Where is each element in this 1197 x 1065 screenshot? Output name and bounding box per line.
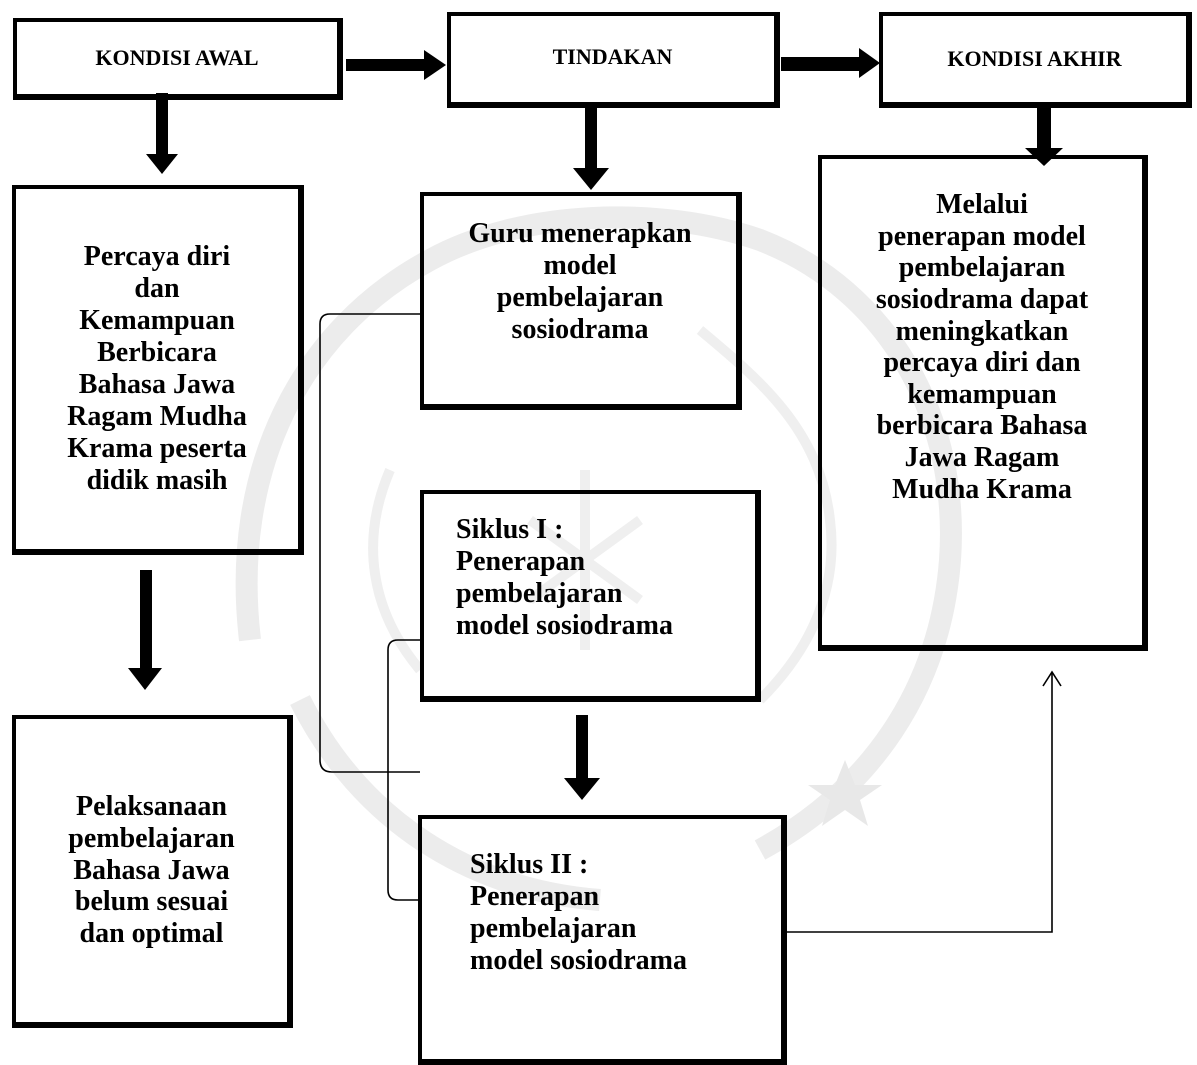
siklus2-line: pembelajaran — [470, 912, 637, 944]
box-tindakan: TINDAKAN — [447, 12, 780, 108]
akhir-line: penerapan model — [878, 220, 1086, 252]
awal-line: Bahasa Jawa — [78, 369, 236, 400]
siklus2-line: model sosiodrama — [470, 944, 687, 976]
akhir-line: Melalui — [936, 189, 1028, 220]
box-awal-pelaksanaan: Pelaksanaan pembelajaran Bahasa Jawa bel… — [12, 715, 293, 1028]
bracket-lines — [319, 313, 1062, 933]
awal-line: Ragam Mudha — [67, 400, 247, 432]
awal-line: Percaya diri — [83, 241, 231, 273]
akhir-line: berbicara Bahasa — [876, 410, 1088, 442]
box-awal-problem: Percaya diri dan Kemampuan Berbicara Bah… — [12, 185, 304, 555]
akhir-line: percaya diri dan — [883, 347, 1081, 379]
akhir-line: Jawa Ragam — [904, 442, 1060, 473]
box-akhir-hasil: Melalui penerapan model pembelajaran sos… — [818, 155, 1148, 651]
arrow-tindakan-to-akhir — [781, 48, 880, 78]
arrow-siklus-down — [564, 715, 600, 800]
guru-line: model — [543, 249, 617, 281]
pelaksanaan-line: pembelajaran — [68, 822, 235, 854]
arrow-awal-to-tindakan — [346, 50, 446, 80]
pelaksanaan-line: belum sesuai — [74, 886, 229, 918]
pelaksanaan-line: dan optimal — [79, 918, 224, 950]
guru-line: Guru menerapkan — [468, 218, 692, 249]
header-kondisi-akhir: KONDISI AKHIR — [947, 46, 1122, 72]
akhir-line: pembelajaran — [898, 252, 1066, 284]
arrow-tindakan-down — [573, 108, 609, 190]
siklus2-title: Siklus II : — [470, 849, 589, 880]
pelaksanaan-line: Pelaksanaan — [76, 790, 227, 822]
guru-line: sosiodrama — [511, 313, 649, 345]
akhir-line: sosiodrama dapat — [875, 283, 1089, 315]
arrow-awal-down-2 — [128, 570, 162, 690]
siklus1-line: Penerapan — [456, 545, 586, 577]
header-tindakan: TINDAKAN — [552, 44, 673, 69]
akhir-line: kemampuan — [907, 378, 1057, 410]
guru-line: pembelajaran — [496, 281, 664, 313]
awal-line: dan — [134, 273, 180, 305]
siklus1-title: Siklus I : — [456, 514, 564, 545]
siklus1-line: pembelajaran — [456, 577, 623, 609]
akhir-line: meningkatkan — [895, 315, 1069, 347]
box-kondisi-awal: KONDISI AWAL — [13, 18, 343, 100]
pelaksanaan-line: Bahasa Jawa — [73, 854, 230, 886]
box-tindakan-guru: Guru menerapkan model pembelajaran sosio… — [420, 192, 742, 410]
header-kondisi-awal: KONDISI AWAL — [95, 45, 259, 71]
siklus2-line: Penerapan — [470, 880, 600, 912]
box-kondisi-akhir: KONDISI AKHIR — [879, 12, 1192, 108]
awal-line: Berbicara — [97, 337, 217, 369]
siklus1-line: model sosiodrama — [456, 609, 673, 641]
awal-line: didik masih — [86, 464, 228, 496]
box-siklus-2: Siklus II : Penerapan pembelajaran model… — [418, 815, 787, 1065]
akhir-line: Mudha Krama — [892, 473, 1072, 505]
awal-line: Krama peserta — [67, 432, 247, 464]
arrow-awal-down-1 — [146, 93, 178, 174]
awal-line: Kemampuan — [79, 305, 235, 337]
box-siklus-1: Siklus I : Penerapan pembelajaran model … — [420, 490, 761, 702]
